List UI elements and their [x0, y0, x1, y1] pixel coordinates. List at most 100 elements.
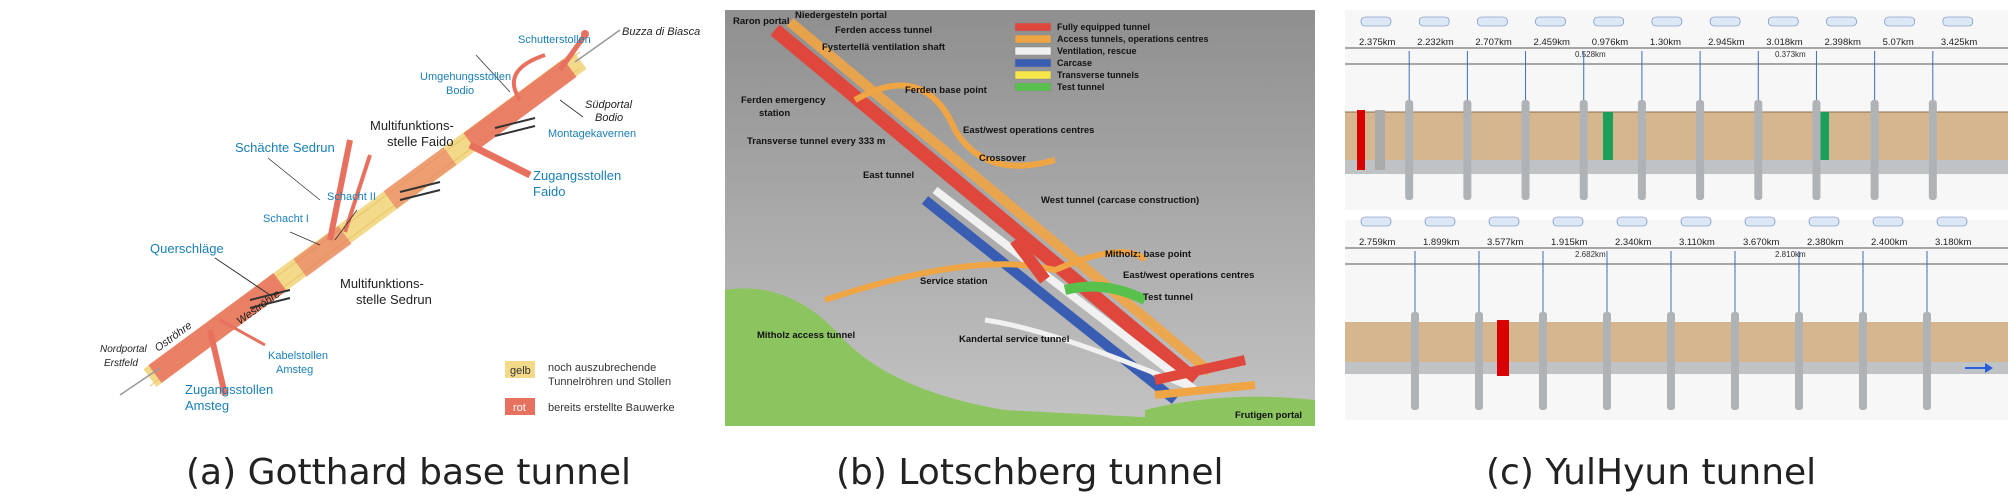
station-distance-label: 2.380km [1807, 237, 1844, 248]
station-tag [1552, 216, 1584, 227]
top-green-shaft-1 [1603, 112, 1613, 160]
bottom-red-shaft [1497, 320, 1509, 376]
label-ew-ops-2: East/west operations centres [1123, 270, 1254, 281]
station-distance-label: 3.425km [1941, 37, 1978, 48]
direction-arrow-icon [1965, 363, 1993, 373]
station-distance-label: 3.110km [1679, 237, 1715, 248]
legend-rot-text: bereits erstellte Bauwerke [548, 402, 675, 414]
legend-gelb-text-1: noch auszubrechende [548, 362, 656, 374]
label-zugang-amsteg-2: Amsteg [185, 398, 229, 413]
label-fystertella: Fystertellä ventilation shaft [822, 42, 946, 53]
legend-label: Ventilation, rescue [1057, 46, 1137, 56]
legend-gelb-text-2: Tunnelröhren und Stollen [548, 376, 671, 388]
terrain-left [725, 288, 1315, 426]
main-tube-east [770, 24, 1200, 386]
label-schutterstollen: Schutterstollen [518, 34, 591, 46]
label-zugang-amsteg: Zugangsstollen [185, 382, 273, 397]
station-tag [1488, 216, 1520, 227]
station-sub-distance-label: 0.528km [1575, 50, 1606, 59]
yulhyun-top-tube [1345, 160, 2008, 174]
ventilation-shaft [1637, 100, 1646, 200]
ventilation-shaft [1603, 312, 1611, 410]
amsteg-access [207, 329, 228, 396]
ventilation-shaft [1795, 312, 1803, 410]
label-east-tunnel: East tunnel [863, 170, 914, 181]
label-ferden-base: Ferden base point [905, 85, 988, 96]
legend-gelb-chip-label: gelb [510, 365, 531, 377]
station-tag [1872, 216, 1904, 227]
station-tag [1651, 16, 1683, 27]
station-distance-label: 3.180km [1935, 237, 1972, 248]
label-zugang-faido: Zugangsstollen [533, 168, 621, 183]
legend-label: Access tunnels, operations centres [1057, 34, 1209, 44]
station-distance-label: 2.759km [1359, 237, 1396, 248]
legend-chip-rot [505, 398, 535, 415]
label-umgehungsstollen-bodio: Bodio [446, 85, 474, 97]
label-querschlaege: Querschläge [150, 241, 224, 256]
station-tag [1884, 16, 1915, 27]
station-distance-label: 3.018km [1766, 37, 1803, 48]
yulhyun-bottom-tube [1345, 362, 2008, 374]
station-tag [1680, 216, 1712, 227]
station-tag [1709, 16, 1741, 27]
station-tag [1424, 216, 1456, 227]
label-ew-ops-1: East/west operations centres [963, 125, 1094, 136]
station-tag [1767, 16, 1799, 27]
station-tag [1593, 16, 1625, 27]
label-schaechte-sedrun: Schächte Sedrun [235, 140, 335, 155]
ferden-access [853, 82, 1056, 169]
ventilation-shaft [1928, 100, 1937, 200]
station-distance-label: 2.375km [1359, 37, 1396, 48]
label-schacht-2: Schacht II [327, 191, 376, 203]
ventilation-shaft [1579, 100, 1588, 200]
ventilation-shaft [1539, 312, 1547, 410]
station-distance-label: 0.976km [1592, 37, 1629, 48]
station-distance-label: 1.915km [1551, 237, 1588, 248]
bottom-shafts [1411, 251, 1931, 410]
label-test-tunnel: Test tunnel [1143, 292, 1193, 303]
ventilation-shaft [1812, 100, 1821, 200]
label-mitholz-access: Mitholz access tunnel [757, 330, 855, 341]
legend-swatch [1014, 22, 1052, 32]
label-kabelstollen-amsteg: Amsteg [276, 364, 313, 376]
label-buzza: Buzza di Biasca [622, 26, 700, 38]
station-distance-label: 3.670km [1743, 237, 1780, 248]
label-crossover: Crossover [979, 153, 1026, 164]
ventilation-shaft [1475, 312, 1483, 410]
label-frutigen: Frutigen portal [1235, 410, 1302, 421]
label-montagekavernen: Montagekavernen [548, 128, 636, 140]
lotschberg-svg: Raron portal Niedergesteln portal Ferden… [725, 10, 1315, 426]
station-tag [1360, 16, 1392, 27]
ventilation-shaft [1870, 100, 1879, 200]
legend-label: Fully equipped tunnel [1057, 22, 1150, 32]
station-tag [1418, 16, 1450, 27]
label-umgehungsstollen: Umgehungsstollen [420, 71, 511, 83]
station-distance-label: 5.07km [1883, 37, 1914, 48]
station-distance-label: 3.577km [1487, 237, 1524, 248]
station-sub-distance-label: 2.682km [1575, 250, 1606, 259]
gotthard-diagram: Buzza di Biasca Schutterstollen Umgehung… [0, 0, 700, 430]
gotthard-svg: Buzza di Biasca Schutterstollen Umgehung… [100, 26, 700, 415]
station-distance-label: 2.400km [1871, 237, 1908, 248]
yulhyun-bottom-bg [1345, 220, 2008, 420]
caption-gotthard: (a) Gotthard base tunnel [186, 452, 632, 493]
label-niedergesteln: Niedergesteln portal [795, 10, 887, 21]
legend-swatch [1014, 58, 1052, 68]
ventilation-shaft [1463, 100, 1472, 200]
ventilation-shaft [1521, 100, 1530, 200]
station-sub-distance-label: 0.373km [1775, 50, 1806, 59]
station-tag [1826, 16, 1857, 27]
legend-rot-chip-label: rot [513, 402, 526, 414]
test-tunnel [1063, 281, 1148, 305]
schutterstollen-line [557, 33, 588, 72]
label-mff-faido-2: stelle Faido [387, 134, 453, 149]
label-nordportal-erstfeld: Erstfeld [104, 358, 138, 369]
legend-label: Carcase [1057, 58, 1092, 68]
amsteg-cable-tunnel [219, 318, 266, 347]
station-distance-label: 2.945km [1708, 37, 1745, 48]
station-distance-label: 2.232km [1417, 37, 1454, 48]
